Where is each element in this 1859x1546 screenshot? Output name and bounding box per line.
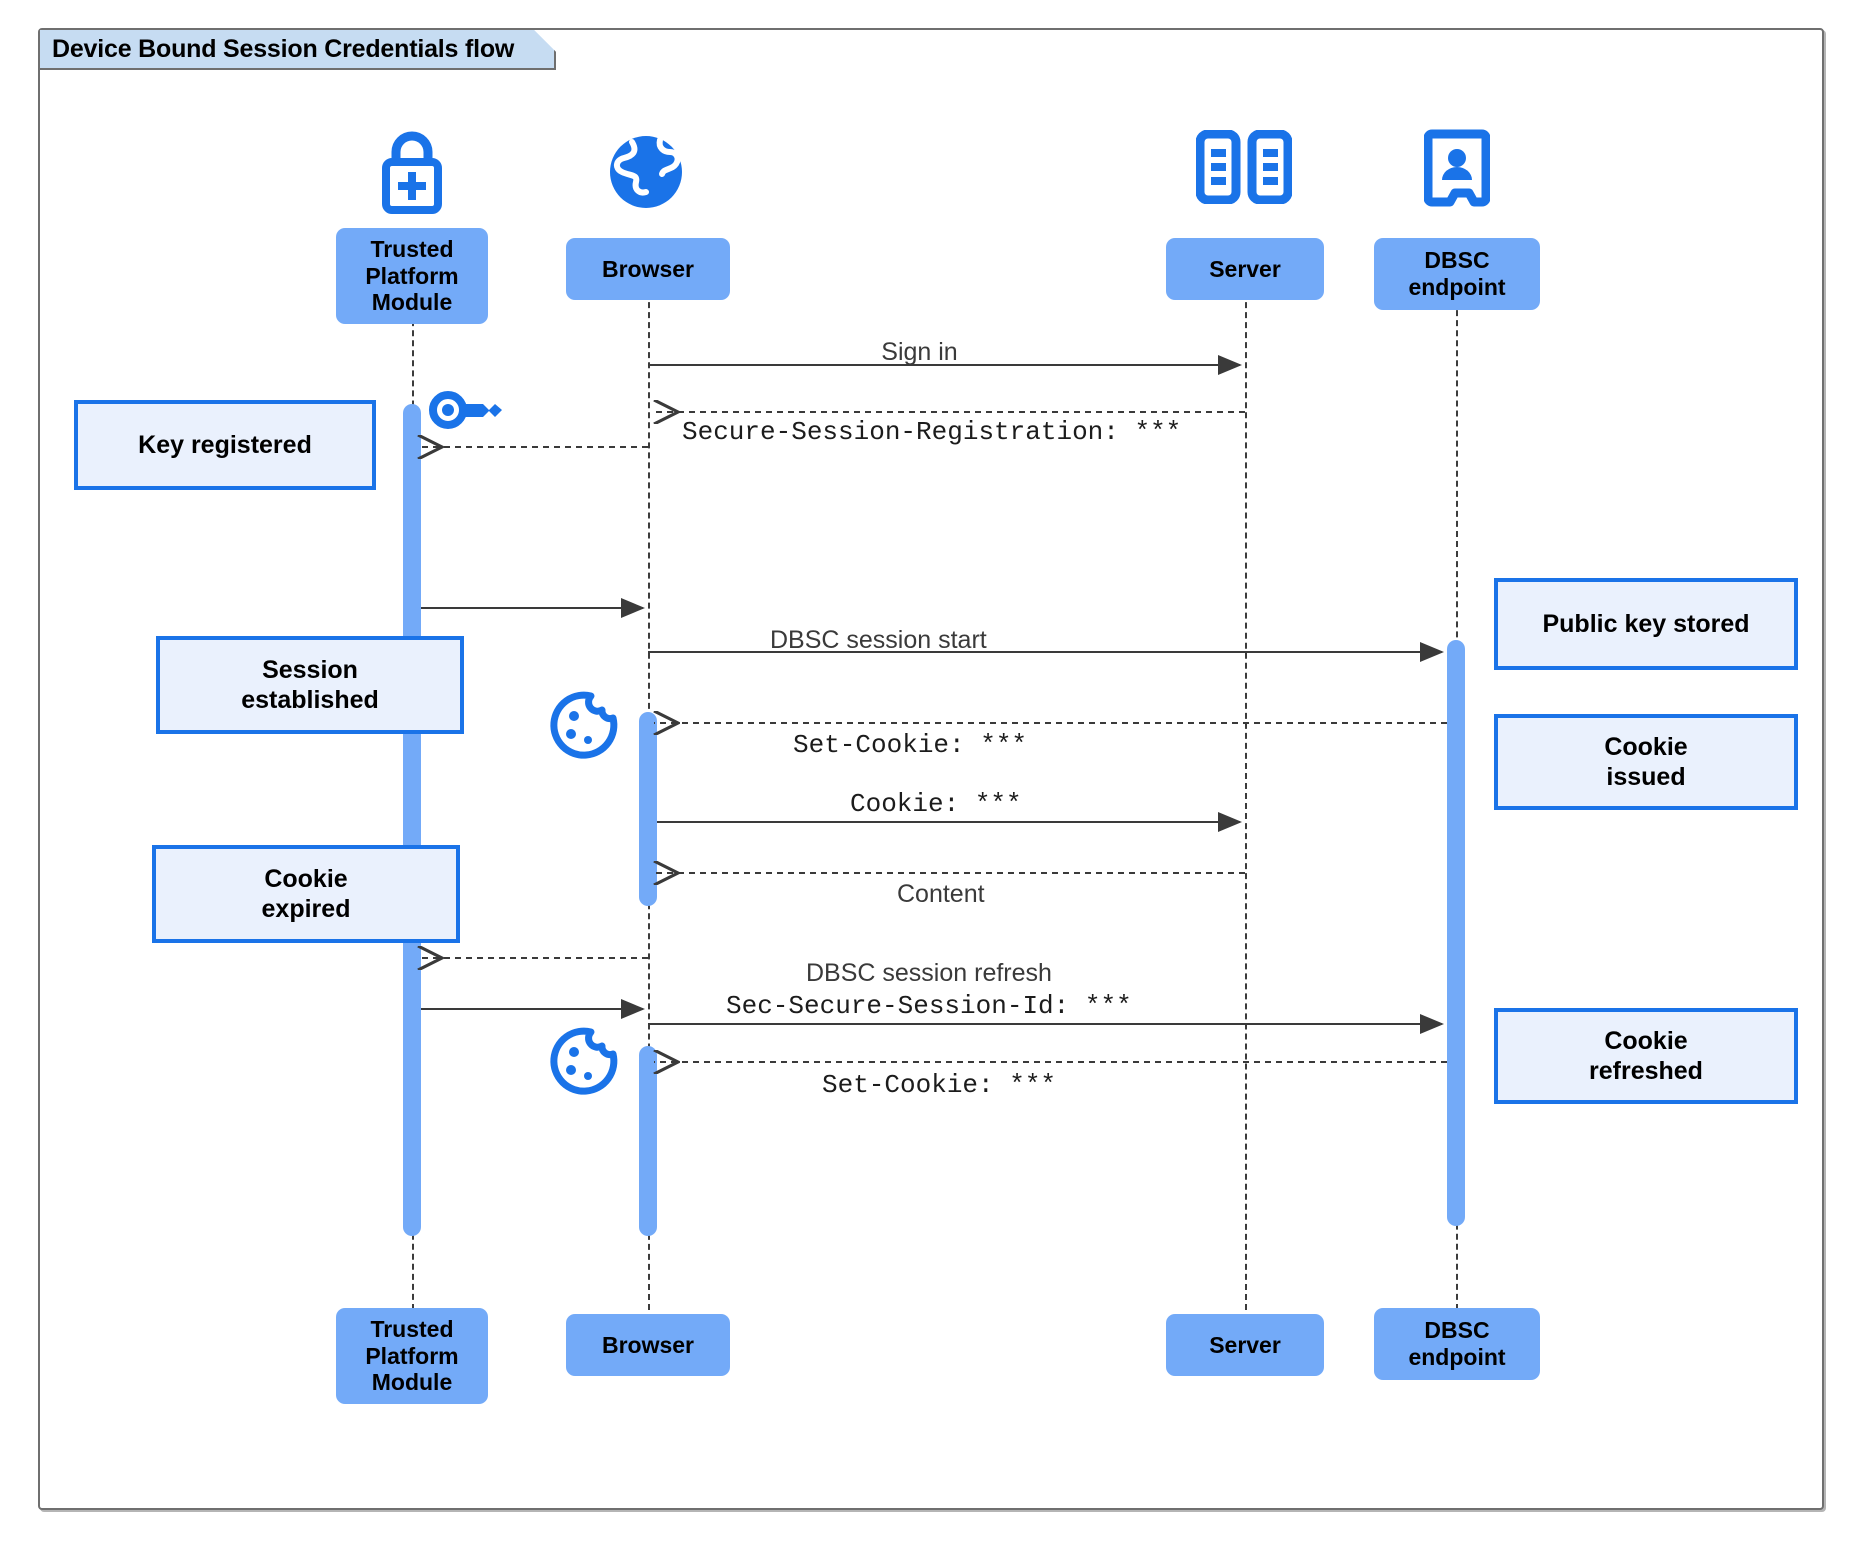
note-text: established xyxy=(241,686,379,714)
message-label-dbsc-session-refresh: DBSC session refresh xyxy=(806,959,1052,987)
padlock-plus-icon xyxy=(366,122,458,223)
note-text: Cookie xyxy=(1604,1027,1688,1055)
participant-label: endpoint xyxy=(1408,1344,1506,1370)
participant-tpm-top[interactable]: Trusted Platform Module xyxy=(336,228,488,324)
participant-label: DBSC xyxy=(1424,247,1490,274)
note-text: Public key stored xyxy=(1542,610,1750,638)
participant-dbsc-bottom[interactable]: DBSC endpoint xyxy=(1374,1308,1540,1380)
id-badge-person-icon xyxy=(1423,128,1491,213)
note-public-key-stored: Public key stored xyxy=(1494,578,1798,670)
participant-browser-top[interactable]: Browser xyxy=(566,238,730,300)
participant-label: Server xyxy=(1209,1331,1281,1358)
note-cookie-refreshed: Cookie refreshed xyxy=(1494,1008,1798,1104)
participant-label: endpoint xyxy=(1408,274,1506,300)
participant-label: Trusted xyxy=(370,1315,454,1342)
participant-server-top[interactable]: Server xyxy=(1166,238,1324,300)
message-label-content: Content xyxy=(897,880,985,908)
note-cookie-expired: Cookie expired xyxy=(152,845,460,943)
participant-label: Browser xyxy=(601,255,695,282)
cookie-icon xyxy=(547,1026,619,1103)
note-text: Key registered xyxy=(138,431,312,459)
message-label-cookie: Cookie: *** xyxy=(850,789,1022,819)
diagram-title: Device Bound Session Credentials flow xyxy=(40,30,556,70)
lifeline-server xyxy=(1245,262,1247,1320)
participant-label: Trusted xyxy=(370,235,454,262)
message-label-sign-in: Sign in xyxy=(881,338,958,366)
participant-label: Module xyxy=(371,1369,453,1396)
note-cookie-issued: Cookie issued xyxy=(1494,714,1798,810)
activation-bar-browser-2 xyxy=(639,1046,657,1236)
participant-label: Browser xyxy=(601,1331,695,1358)
note-text: refreshed xyxy=(1589,1057,1703,1085)
note-key-registered: Key registered xyxy=(74,400,376,490)
key-icon xyxy=(428,386,504,439)
server-racks-icon xyxy=(1195,129,1293,209)
participant-label: Platform xyxy=(365,262,459,289)
cookie-icon xyxy=(547,690,619,767)
note-text: Cookie xyxy=(264,865,348,893)
message-label-sec-secure-session-id: Sec-Secure-Session-Id: *** xyxy=(726,991,1132,1021)
participant-dbsc-top[interactable]: DBSC endpoint xyxy=(1374,238,1540,310)
activation-bar-browser-1 xyxy=(639,712,657,906)
activation-bar-dbsc xyxy=(1447,640,1465,1226)
note-text: Cookie xyxy=(1604,733,1688,761)
participant-label: Server xyxy=(1209,255,1281,282)
note-text: issued xyxy=(1606,763,1686,791)
participant-label: Module xyxy=(371,289,453,316)
participant-server-bottom[interactable]: Server xyxy=(1166,1314,1324,1376)
message-label-set-cookie-2: Set-Cookie: *** xyxy=(822,1070,1057,1100)
message-label-dbsc-session-start: DBSC session start xyxy=(770,626,987,654)
participant-tpm-bottom[interactable]: Trusted Platform Module xyxy=(336,1308,488,1404)
participant-label: DBSC xyxy=(1424,1317,1490,1344)
participant-label: Platform xyxy=(365,1342,459,1369)
globe-icon xyxy=(602,128,690,221)
participant-browser-bottom[interactable]: Browser xyxy=(566,1314,730,1376)
message-label-secure-session-registration: Secure-Session-Registration: *** xyxy=(682,417,1182,447)
note-text: Session xyxy=(262,656,358,684)
note-text: expired xyxy=(261,895,351,923)
note-session-established: Session established xyxy=(156,636,464,734)
activation-bar-tpm xyxy=(403,404,421,1236)
message-label-set-cookie-1: Set-Cookie: *** xyxy=(793,730,1028,760)
